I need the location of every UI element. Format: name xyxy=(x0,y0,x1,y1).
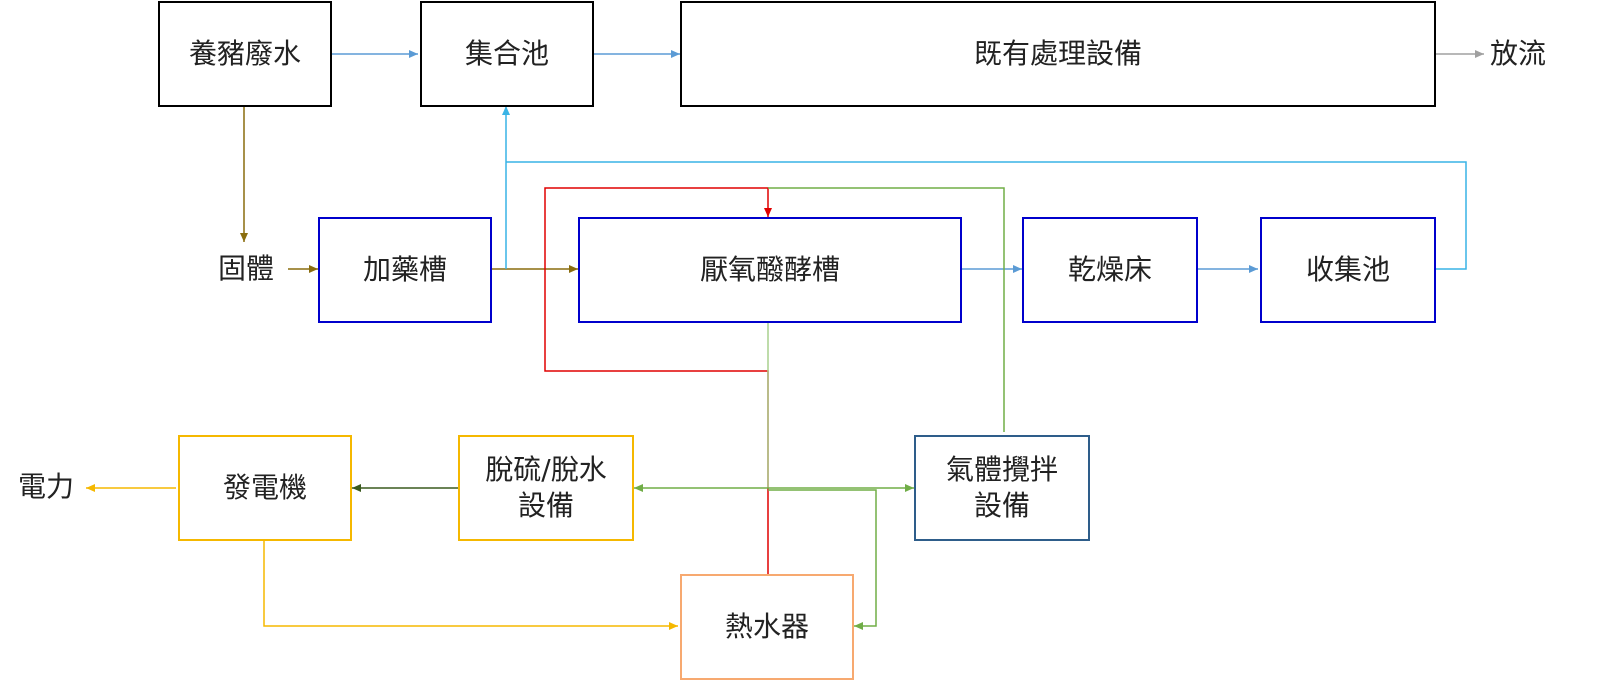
desulfur-box: 脫硫/脫水 設備 xyxy=(458,435,634,541)
desulfur-label-line2: 設備 xyxy=(517,489,574,522)
arrow-generator-to-heater xyxy=(263,539,678,630)
existing-treatment-box: 既有處理設備 xyxy=(680,1,1436,107)
collecting-pool-label: 收集池 xyxy=(1305,253,1390,286)
anaerobic-tank-box: 厭氧醱酵槽 xyxy=(578,217,962,323)
collection-tank-label: 集合池 xyxy=(464,37,549,70)
arrow-biogas-to-heater xyxy=(768,489,877,630)
water-heater-label: 熱水器 xyxy=(724,610,809,643)
line-gas-mixing-to-anaerobic xyxy=(768,187,1005,432)
power-label: 電力 xyxy=(18,470,75,503)
existing-treatment-label: 既有處理設備 xyxy=(973,37,1142,70)
collection-tank-box: 集合池 xyxy=(420,1,594,107)
solids-label: 固體 xyxy=(218,252,275,285)
collecting-pool-box: 收集池 xyxy=(1260,217,1436,323)
anaerobic-tank-label: 厭氧醱酵槽 xyxy=(699,253,840,286)
water-heater-box: 熱水器 xyxy=(680,574,854,680)
wastewater-box: 養豬廢水 xyxy=(158,1,332,107)
drying-bed-label: 乾燥床 xyxy=(1067,253,1152,286)
discharge-label: 放流 xyxy=(1490,37,1547,70)
dosing-tank-label: 加藥槽 xyxy=(362,253,447,286)
desulfur-label-line1: 脫硫/脫水 xyxy=(485,453,607,486)
drying-bed-box: 乾燥床 xyxy=(1022,217,1198,323)
generator-label: 發電機 xyxy=(222,471,307,504)
gas-mixing-label-line2: 設備 xyxy=(973,489,1030,522)
gas-mixing-box: 氣體攪拌 設備 xyxy=(914,435,1090,541)
gas-mixing-label-line1: 氣體攪拌 xyxy=(945,453,1058,486)
line-collecting-pool-return xyxy=(506,161,1467,270)
generator-box: 發電機 xyxy=(178,435,352,541)
wastewater-label: 養豬廢水 xyxy=(188,37,301,70)
dosing-tank-box: 加藥槽 xyxy=(318,217,492,323)
